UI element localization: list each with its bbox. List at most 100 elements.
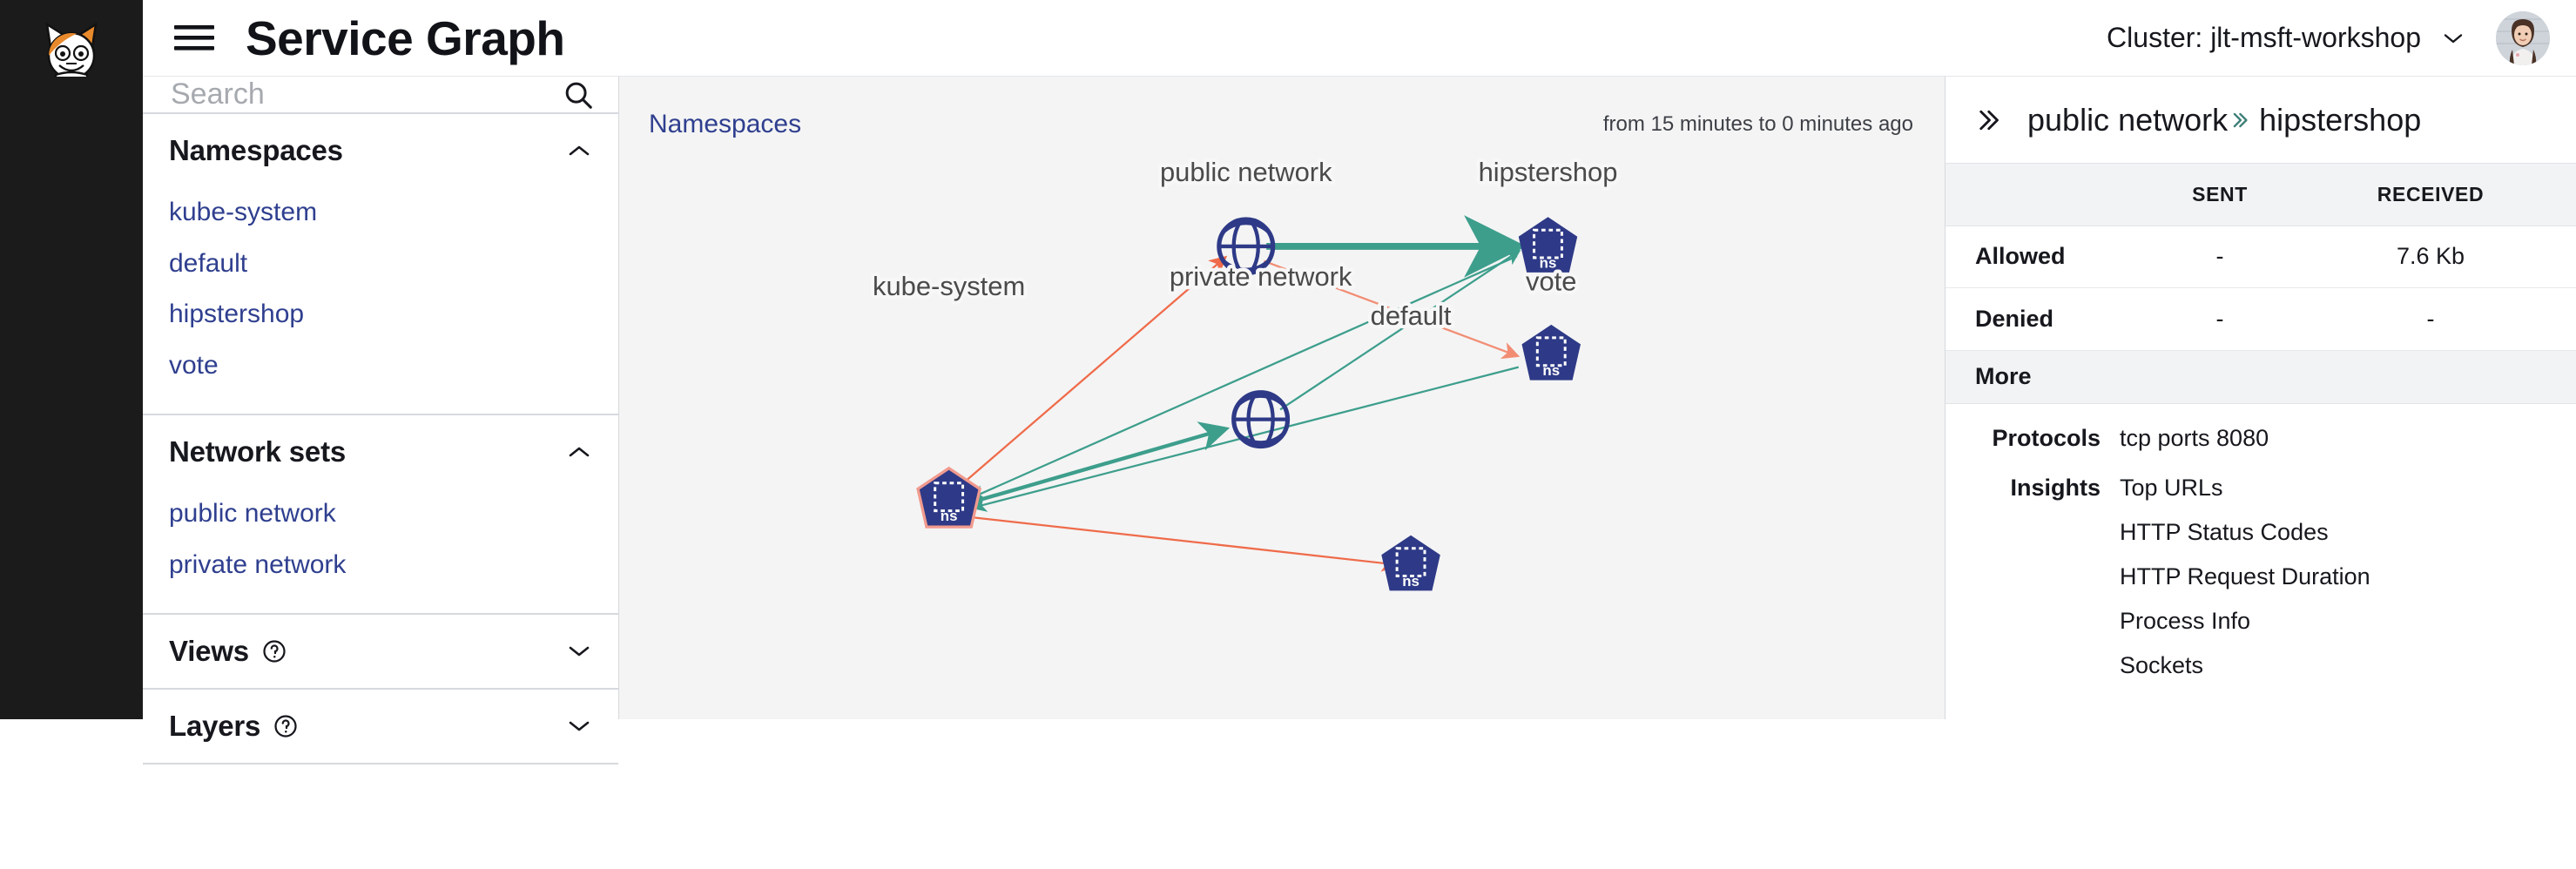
graph-node-default[interactable]: default ns [1366, 297, 1455, 591]
node-sublabel: ns [1542, 362, 1560, 379]
graph-node-kube-system[interactable]: kube-system ns [869, 267, 1028, 529]
graph-edges [964, 215, 1527, 572]
node-label: hipstershop [1479, 157, 1618, 187]
protocols-value: tcp ports 8080 [2120, 425, 2269, 451]
detail-title-source: public network [2027, 101, 2229, 138]
hamburger-icon[interactable] [174, 24, 214, 53]
breadcrumb[interactable]: Namespaces [649, 110, 802, 138]
column-sent: SENT [2192, 183, 2248, 205]
accordion-title: Views [169, 635, 249, 667]
node-sublabel: ns [1402, 573, 1419, 589]
edge-public-network-to-vote[interactable] [1263, 259, 1521, 360]
graph-node-public-network[interactable]: public network [1157, 153, 1336, 276]
namespace-node-icon: ns [1381, 535, 1440, 591]
accordion-title: Layers [169, 710, 261, 742]
node-sublabel: ns [1540, 254, 1557, 271]
chevron-down-icon [2440, 30, 2466, 47]
insights-row: Insights Top URLs HTTP Status Codes HTTP… [1945, 475, 2576, 697]
node-label: public network [1160, 157, 1332, 187]
insight-sockets[interactable]: Sockets [2120, 652, 2204, 678]
accordion-section-network-sets: Network sets public network private netw… [143, 415, 618, 615]
graph-svg: public network hipstershop [869, 153, 1622, 591]
detail-panel-title: public network hipstershop [2027, 102, 2421, 138]
more-section-body: Protocols tcp ports 8080 Insights Top UR… [1945, 404, 2576, 719]
protocols-label: Protocols [1992, 425, 2101, 451]
node-label: kube-system [873, 271, 1025, 301]
row-label-allowed: Allowed [1975, 243, 2066, 270]
service-graph-canvas[interactable]: Namespaces from 15 minutes to 0 minutes … [619, 77, 1945, 719]
accordion-title: Namespaces [169, 134, 343, 166]
row-denied-sent: - [2215, 305, 2224, 332]
sidebar-networkset-private-network[interactable]: private network [169, 549, 347, 579]
insight-top-urls[interactable]: Top URLs [2120, 475, 2223, 501]
insights-list: Top URLs HTTP Status Codes HTTP Request … [2120, 475, 2370, 697]
edge-private-network-to-hipstershop[interactable] [1279, 249, 1521, 411]
row-allowed-received: 7.6 Kb [2396, 243, 2465, 270]
top-bar-right: Cluster: jlt-msft-workshop [2107, 10, 2576, 65]
top-bar: Service Graph Cluster: jlt-msft-workshop [143, 0, 2576, 77]
chevron-up-icon [564, 441, 594, 462]
insights-label: Insights [2010, 475, 2101, 501]
chevrons-right-icon[interactable] [1975, 104, 2006, 136]
insight-http-request-duration[interactable]: HTTP Request Duration [2120, 563, 2370, 589]
row-allowed-sent: - [2215, 243, 2224, 270]
more-section-header[interactable]: More [1945, 350, 2576, 404]
accordion-tail [143, 765, 618, 869]
insight-http-status-codes[interactable]: HTTP Status Codes [2120, 519, 2329, 545]
node-label: vote [1526, 266, 1576, 297]
accordion-section-views: Views [143, 615, 618, 690]
help-circle-icon[interactable] [273, 713, 299, 739]
accordion-body-namespaces: kube-system default hipstershop vote [143, 187, 618, 414]
graph-node-private-network[interactable]: private network [1166, 258, 1356, 449]
avatar[interactable] [2496, 10, 2550, 65]
node-label: default [1371, 300, 1452, 331]
insight-process-info[interactable]: Process Info [2120, 608, 2251, 634]
accordion-header-network-sets[interactable]: Network sets [143, 415, 618, 488]
sidebar-networkset-public-network[interactable]: public network [169, 499, 336, 528]
help-circle-icon[interactable] [261, 638, 287, 664]
cluster-selector[interactable]: Cluster: jlt-msft-workshop [2107, 22, 2466, 54]
graph-toolbar: Namespaces from 15 minutes to 0 minutes … [619, 77, 1945, 172]
accordion-body-network-sets: public network private network [143, 488, 618, 613]
accordion-section-namespaces: Namespaces kube-system default hipstersh… [143, 114, 618, 415]
column-received: RECEIVED [2377, 183, 2485, 205]
detail-panel-header: public network hipstershop [1945, 77, 2576, 163]
accordion-header-views[interactable]: Views [143, 615, 618, 688]
protocols-row: Protocols tcp ports 8080 [1945, 425, 2576, 452]
globe-icon [1217, 217, 1276, 276]
node-label: private network [1170, 261, 1352, 292]
edge-kube-system-to-private-network[interactable] [969, 421, 1231, 505]
page-title: Service Graph [246, 10, 565, 65]
chevron-down-icon [564, 641, 594, 662]
sidebar-namespace-hipstershop[interactable]: hipstershop [169, 300, 305, 328]
sidebar-namespace-kube-system[interactable]: kube-system [169, 198, 318, 226]
namespace-node-icon: ns [916, 466, 982, 529]
graph-node-hipstershop[interactable]: hipstershop ns [1474, 153, 1622, 273]
table-row: Allowed - 7.6 Kb [1945, 226, 2576, 289]
chevrons-right-icon [2229, 109, 2254, 131]
detail-panel: public network hipstershop SENT RECEIVED… [1945, 77, 2576, 719]
node-sublabel: ns [941, 508, 958, 524]
sidebar-namespace-vote[interactable]: vote [169, 350, 219, 380]
namespace-node-icon: ns [1521, 324, 1581, 381]
search-icon[interactable] [562, 78, 595, 111]
rail-spacer [0, 77, 143, 719]
edge-hipstershop-to-kube-system[interactable] [968, 255, 1518, 500]
accordion-title: Network sets [169, 435, 347, 468]
search-input[interactable] [169, 77, 558, 112]
detail-title-target: hipstershop [2259, 101, 2422, 138]
table-row: Denied - - [1945, 288, 2576, 351]
sidebar-accordion: Namespaces kube-system default hipstersh… [143, 114, 618, 869]
accordion-header-namespaces[interactable]: Namespaces [143, 114, 618, 187]
edge-kube-system-to-default[interactable] [971, 515, 1399, 572]
sidebar-namespace-default[interactable]: default [169, 248, 248, 278]
time-range-label: from 15 minutes to 0 minutes ago [1602, 112, 1913, 136]
traffic-table-header: SENT RECEIVED [1945, 163, 2576, 226]
edge-kube-system-to-public-network[interactable] [964, 255, 1228, 482]
graph-node-vote[interactable]: vote ns [1521, 262, 1581, 381]
search-bar [143, 77, 648, 114]
accordion-header-layers[interactable]: Layers [143, 690, 618, 763]
row-denied-received: - [2426, 305, 2435, 332]
globe-icon [1231, 390, 1291, 449]
service-graph-app: Service Graph Cluster: jlt-msft-workshop [0, 0, 2576, 765]
